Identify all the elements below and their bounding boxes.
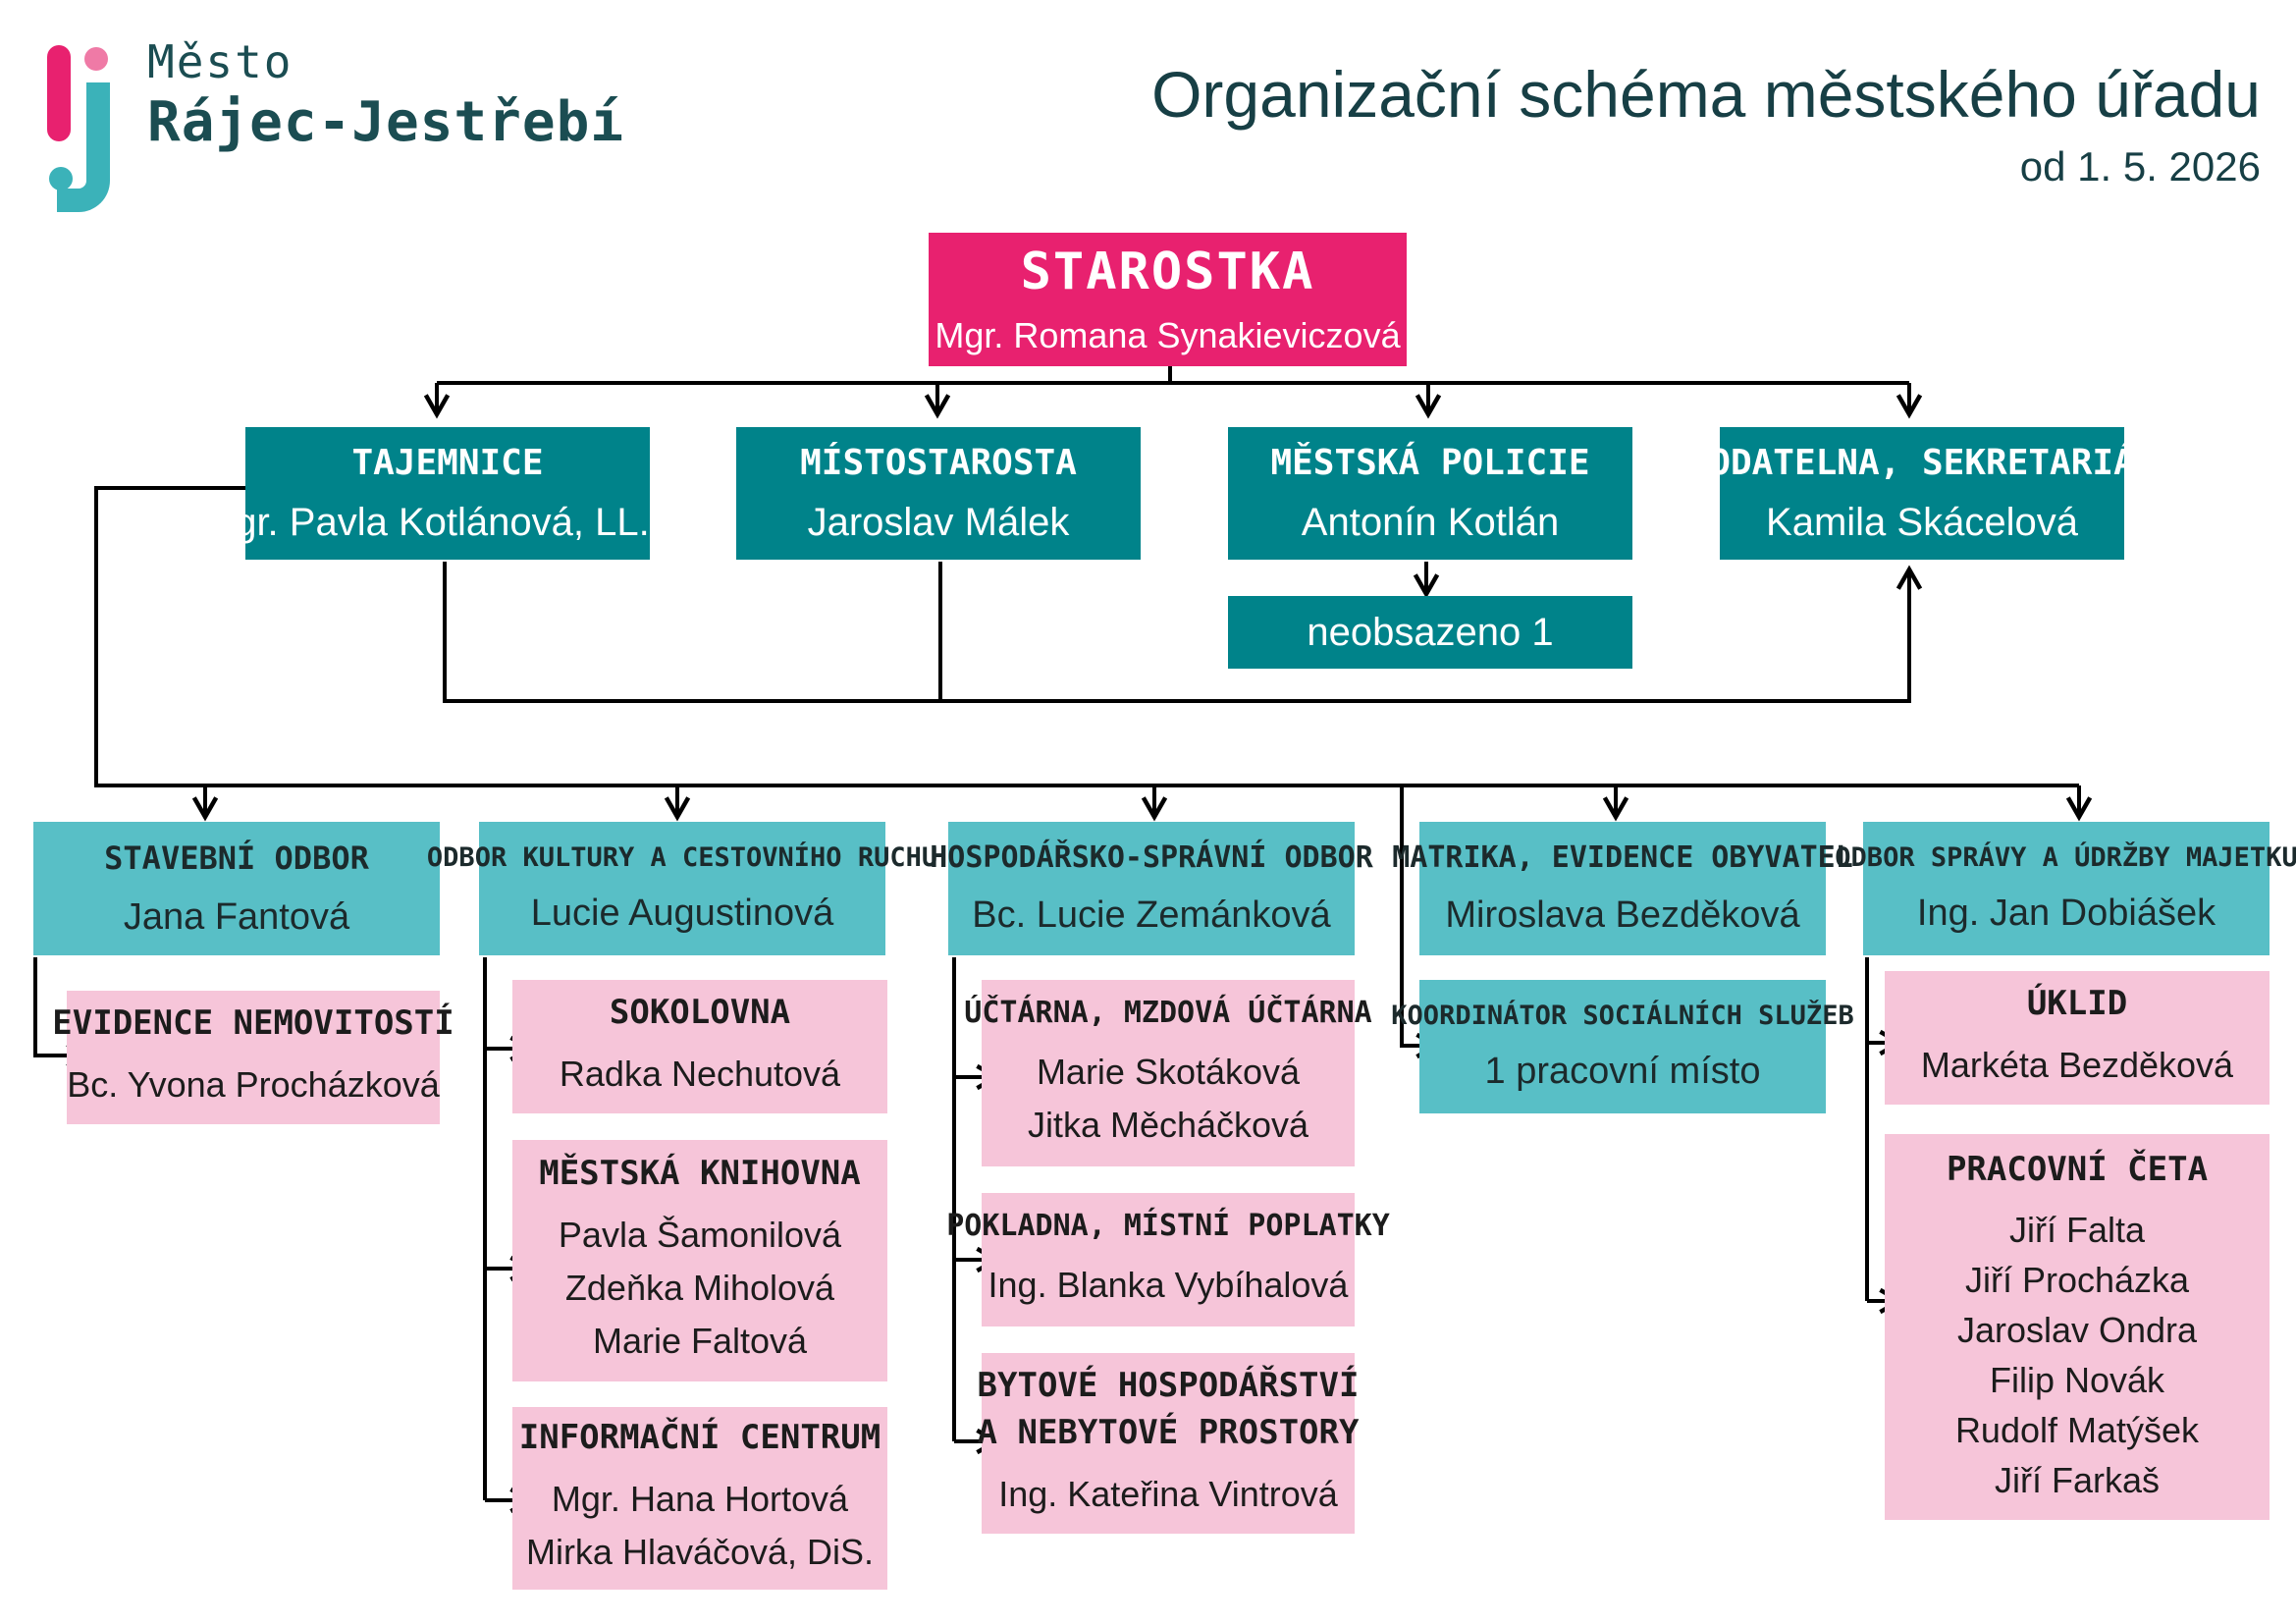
node-person: Mgr. Pavla Kotlánová, LL.M. [201, 500, 694, 544]
node-person: Jiří Farkaš [1994, 1459, 2160, 1500]
node-evidence-nemovitosti: EVIDENCE NEMOVITOSTÍ Bc. Yvona Procházko… [52, 991, 454, 1124]
node-person: 1 pracovní místo [1484, 1051, 1761, 1092]
node-mestska-knihovna: MĚSTSKÁ KNIHOVNA Pavla Šamonilová Zdeňka… [512, 1140, 887, 1381]
node-mestska-policie: MĚSTSKÁ POLICIE Antonín Kotlán [1228, 427, 1632, 560]
node-person: Radka Nechutová [559, 1054, 841, 1094]
node-heading: TAJEMNICE [351, 442, 544, 483]
logo-text-city: Rájec-Jestřebí [147, 90, 625, 154]
node-person: Marie Faltová [592, 1321, 808, 1361]
node-person: Jaroslav Ondra [1956, 1309, 2198, 1350]
node-uctarna: ÚČTÁRNA, MZDOVÁ ÚČTÁRNA Marie Skotáková … [964, 980, 1372, 1166]
node-person: neobsazeno 1 [1307, 610, 1554, 654]
node-person: Bc. Yvona Procházková [67, 1064, 440, 1105]
node-person: Lucie Augustinová [530, 893, 834, 934]
node-sokolovna: SOKOLOVNA Radka Nechutová [512, 980, 887, 1113]
node-heading: MĚSTSKÁ POLICIE [1270, 442, 1590, 483]
node-policie-neobsazeno: neobsazeno 1 [1228, 596, 1632, 669]
node-person: Ing. Blanka Vybíhalová [988, 1264, 1349, 1305]
node-pokladna: POKLADNA, MÍSTNÍ POPLATKY Ing. Blanka Vy… [946, 1193, 1390, 1326]
node-heading: MATRIKA, EVIDENCE OBYVATEL [1392, 840, 1853, 875]
node-person: Jaroslav Málek [807, 500, 1070, 544]
node-heading: PRACOVNÍ ČETA [1946, 1149, 2209, 1189]
node-bytove-hospodarstvi: BYTOVÉ HOSPODÁŘSTVÍ A NEBYTOVÉ PROSTORY … [978, 1353, 1359, 1534]
node-heading: POKLADNA, MÍSTNÍ POPLATKY [946, 1208, 1390, 1243]
node-heading: ODBOR KULTURY A CESTOVNÍHO RUCHU [426, 842, 938, 873]
node-person: Marie Skotáková [1036, 1051, 1301, 1092]
node-person: Jitka Měcháčková [1027, 1104, 1309, 1145]
logo-mark-teal-hook [57, 82, 110, 212]
logo-mark-pink-dot [84, 47, 108, 71]
node-heading: ÚKLID [2026, 984, 2128, 1023]
node-person: Jiří Procházka [1964, 1259, 2190, 1300]
node-heading: STAROSTKA [1020, 243, 1315, 301]
node-person: Jana Fantová [123, 895, 350, 938]
node-heading: INFORMAČNÍ CENTRUM [518, 1418, 881, 1457]
node-heading: SOKOLOVNA [609, 993, 791, 1032]
node-heading: STAVEBNÍ ODBOR [104, 839, 369, 877]
node-koordinator-socialnich-sluzeb: KOORDINÁTOR SOCIÁLNÍCH SLUŽEB 1 pracovní… [1391, 980, 1854, 1113]
node-person: Bc. Lucie Zemánková [972, 894, 1331, 936]
connector-tajemnice-left [94, 486, 2079, 787]
node-heading: HOSPODÁŘSKO-SPRÁVNÍ ODBOR [930, 840, 1373, 875]
page-title: Organizační schéma městského úřadu [1151, 58, 2261, 131]
node-odbor-kultury: ODBOR KULTURY A CESTOVNÍHO RUCHU Lucie A… [427, 822, 937, 955]
node-person: Zdeňka Miholová [564, 1268, 835, 1308]
node-person: Rudolf Matýšek [1954, 1409, 2200, 1450]
connector-to-podatelna-bottom [443, 562, 1923, 703]
node-person: Markéta Bezděková [1920, 1045, 2234, 1085]
node-person: Miroslava Bezděková [1445, 894, 1800, 936]
node-heading: KOORDINÁTOR SOCIÁLNÍCH SLUŽEB [1391, 1001, 1854, 1031]
node-person: Kamila Skácelová [1766, 500, 2078, 544]
node-tajemnice: TAJEMNICE Mgr. Pavla Kotlánová, LL.M. [202, 427, 693, 560]
node-podatelna: PODATELNA, SEKRETARIÁT Kamila Skácelová [1688, 427, 2156, 560]
logo-text-mesto: Město [147, 35, 294, 88]
node-odbor-spravy-majetku: ODBOR SPRÁVY A ÚDRŽBY MAJETKU Ing. Jan D… [1835, 822, 2296, 955]
node-heading: ÚČTÁRNA, MZDOVÁ ÚČTÁRNA [964, 995, 1372, 1030]
node-heading: BYTOVÉ HOSPODÁŘSTVÍ [977, 1366, 1360, 1405]
node-person: Jiří Falta [2008, 1209, 2146, 1250]
page-subtitle: od 1. 5. 2026 [2019, 143, 2261, 189]
node-person: Ing. Kateřina Vintrová [998, 1474, 1338, 1514]
node-person: Mgr. Hana Hortová [551, 1479, 849, 1519]
node-uklid: ÚKLID Markéta Bezděková [1885, 971, 2269, 1105]
node-heading: PODATELNA, SEKRETARIÁT [1687, 442, 2157, 483]
node-person: Mirka Hlaváčová, DiS. [525, 1532, 875, 1572]
node-heading: EVIDENCE NEMOVITOSTÍ [52, 1003, 454, 1043]
node-heading: MÍSTOSTAROSTA [800, 442, 1077, 483]
node-pracovni-ceta: PRACOVNÍ ČETA Jiří Falta Jiří Procházka … [1885, 1134, 2269, 1520]
node-person: Mgr. Romana Synakieviczová [934, 315, 1401, 355]
node-starostka: STAROSTKA Mgr. Romana Synakieviczová [929, 233, 1407, 366]
node-person: Ing. Jan Dobiášek [1916, 893, 2216, 934]
node-mistostarosta: MÍSTOSTAROSTA Jaroslav Málek [736, 427, 1141, 560]
node-stavebni-odbor: STAVEBNÍ ODBOR Jana Fantová [33, 822, 440, 955]
node-informacni-centrum: INFORMAČNÍ CENTRUM Mgr. Hana Hortová Mir… [512, 1407, 887, 1590]
node-heading: MĚSTSKÁ KNIHOVNA [539, 1154, 861, 1193]
node-hospodarsko-spravni-odbor: HOSPODÁŘSKO-SPRÁVNÍ ODBOR Bc. Lucie Zemá… [930, 822, 1373, 955]
node-person: Filip Novák [1989, 1359, 2165, 1400]
node-person: Antonín Kotlán [1301, 500, 1560, 544]
node-person: Pavla Šamonilová [558, 1215, 842, 1255]
node-heading: ODBOR SPRÁVY A ÚDRŽBY MAJETKU [1835, 842, 2296, 873]
node-heading-line2: A NEBYTOVÉ PROSTORY [977, 1413, 1360, 1452]
node-matrika: MATRIKA, EVIDENCE OBYVATEL Miroslava Bez… [1392, 822, 1853, 955]
